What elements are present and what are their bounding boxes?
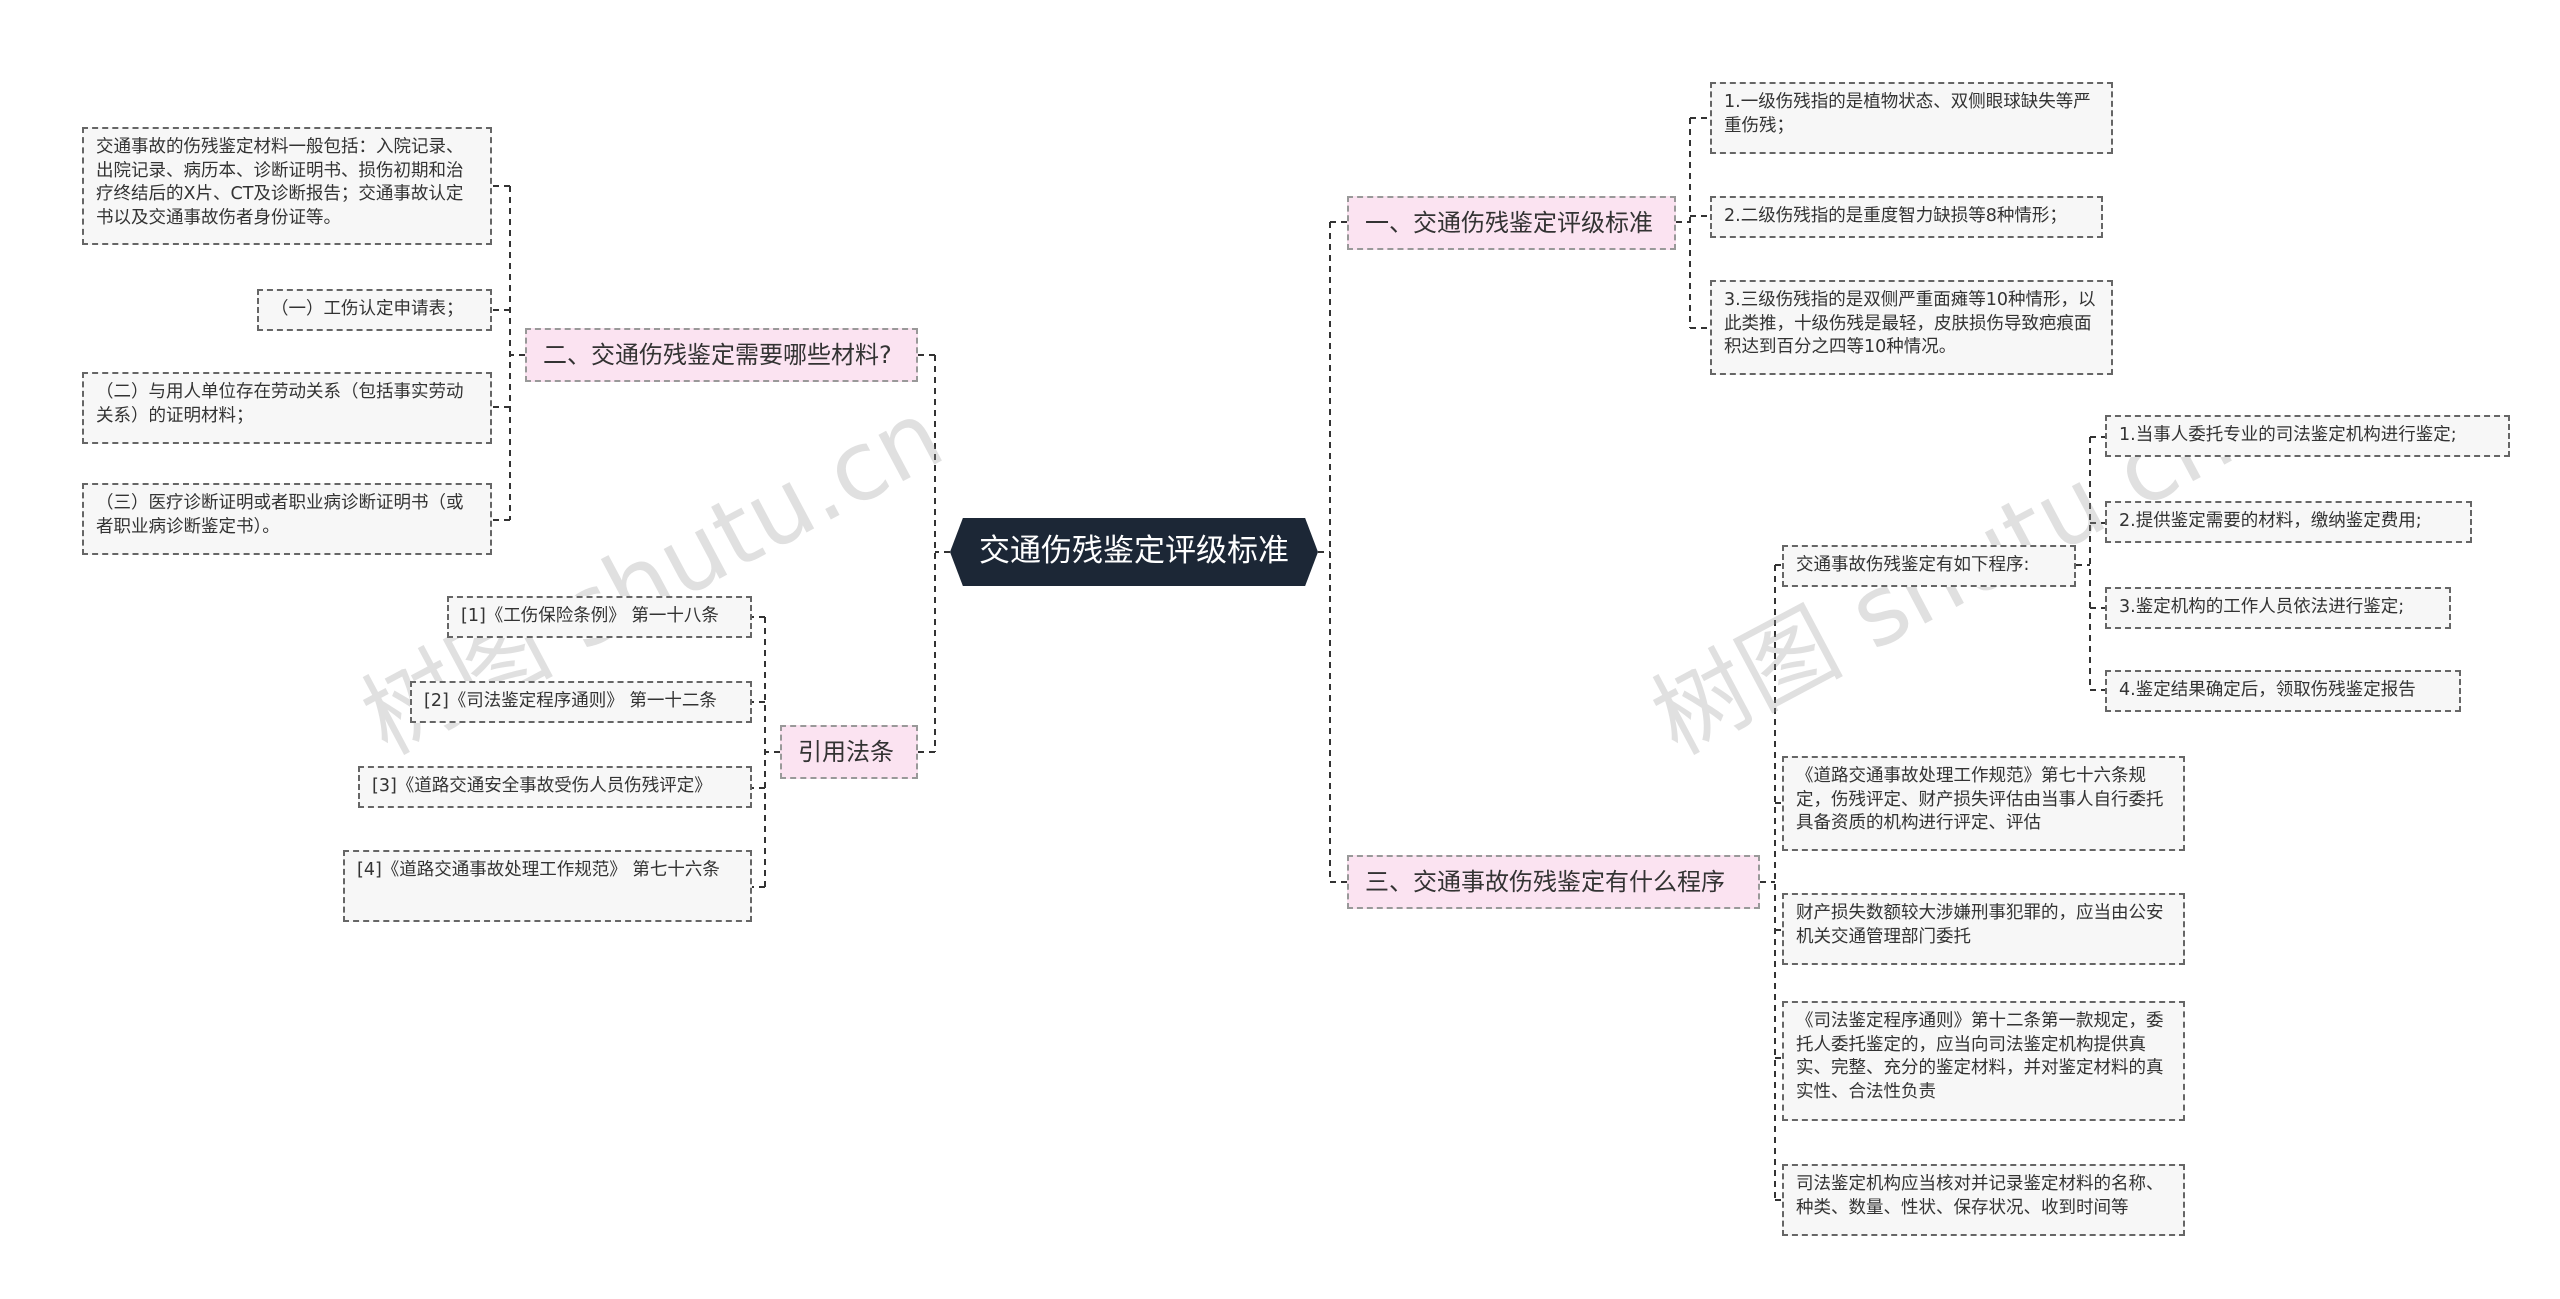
root-node[interactable]: 交通伤残鉴定评级标准 bbox=[950, 518, 1318, 586]
procedure-step-2[interactable]: 2.提供鉴定需要的材料，缴纳鉴定费用; bbox=[2105, 501, 2472, 543]
citation-4[interactable]: [4]《道路交通事故处理工作规范》 第七十六条 bbox=[343, 850, 752, 922]
procedure-intro[interactable]: 交通事故伤残鉴定有如下程序: bbox=[1782, 545, 2076, 587]
materials-general[interactable]: 交通事故的伤残鉴定材料一般包括：入院记录、出院记录、病历本、诊断证明书、损伤初期… bbox=[82, 127, 492, 245]
leaf-grade-3[interactable]: 3.三级伤残指的是双侧严重面瘫等10种情形，以此类推，十级伤残是最轻，皮肤损伤导… bbox=[1710, 280, 2113, 375]
branch-grading-standard[interactable]: 一、交通伤残鉴定评级标准 bbox=[1347, 196, 1676, 250]
citation-3[interactable]: [3]《道路交通安全事故受伤人员伤残评定》 bbox=[358, 766, 752, 808]
materials-item-1[interactable]: （一）工伤认定申请表； bbox=[257, 289, 492, 331]
materials-item-2[interactable]: （二）与用人单位存在劳动关系（包括事实劳动关系）的证明材料； bbox=[82, 372, 492, 444]
citation-1[interactable]: [1]《工伤保险条例》 第一十八条 bbox=[447, 596, 752, 638]
leaf-grade-2[interactable]: 2.二级伤残指的是重度智力缺损等8种情形； bbox=[1710, 196, 2103, 238]
procedure-police-entrust[interactable]: 财产损失数额较大涉嫌刑事犯罪的，应当由公安机关交通管理部门委托 bbox=[1782, 893, 2185, 965]
branch-procedure[interactable]: 三、交通事故伤残鉴定有什么程序 bbox=[1347, 855, 1760, 909]
leaf-grade-1[interactable]: 1.一级伤残指的是植物状态、双侧眼球缺失等严重伤残； bbox=[1710, 82, 2113, 154]
procedure-regulation-12[interactable]: 《司法鉴定程序通则》第十二条第一款规定，委托人委托鉴定的，应当向司法鉴定机构提供… bbox=[1782, 1001, 2185, 1121]
branch-materials[interactable]: 二、交通伤残鉴定需要哪些材料? bbox=[525, 328, 918, 382]
procedure-regulation-76[interactable]: 《道路交通事故处理工作规范》第七十六条规定，伤残评定、财产损失评估由当事人自行委… bbox=[1782, 756, 2185, 851]
citation-2[interactable]: [2]《司法鉴定程序通则》 第一十二条 bbox=[410, 681, 752, 723]
procedure-step-4[interactable]: 4.鉴定结果确定后，领取伤残鉴定报告 bbox=[2105, 670, 2461, 712]
procedure-step-1[interactable]: 1.当事人委托专业的司法鉴定机构进行鉴定; bbox=[2105, 415, 2510, 457]
procedure-verify-materials[interactable]: 司法鉴定机构应当核对并记录鉴定材料的名称、种类、数量、性状、保存状况、收到时间等 bbox=[1782, 1164, 2185, 1236]
procedure-step-3[interactable]: 3.鉴定机构的工作人员依法进行鉴定; bbox=[2105, 587, 2451, 629]
branch-citations[interactable]: 引用法条 bbox=[780, 725, 918, 779]
materials-item-3[interactable]: （三）医疗诊断证明或者职业病诊断证明书（或者职业病诊断鉴定书）。 bbox=[82, 483, 492, 555]
